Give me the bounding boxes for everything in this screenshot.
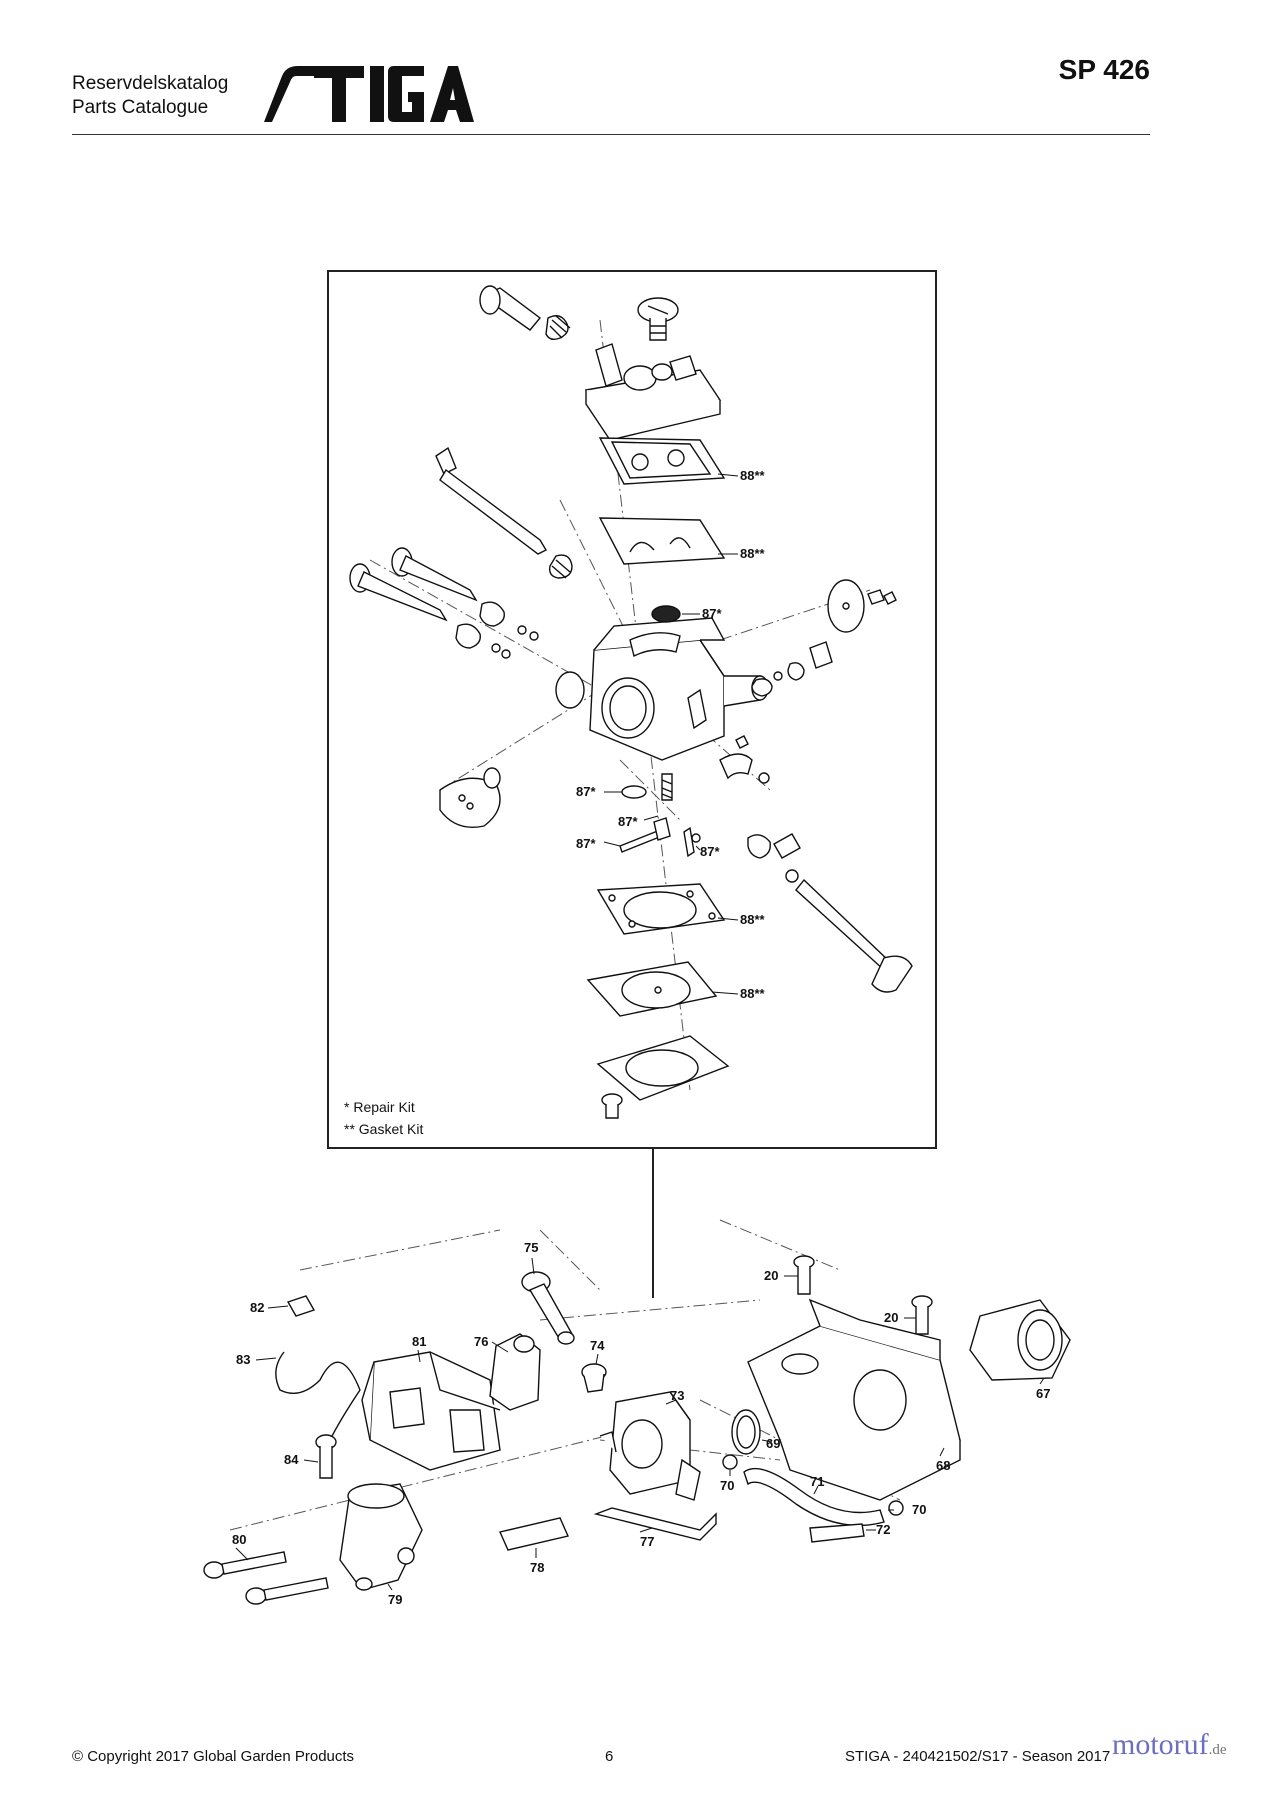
part-71-fuel-hose xyxy=(743,1467,885,1527)
footer-catalog-reference: STIGA - 240421502/S17 - Season 2017 xyxy=(845,1748,1111,1765)
callout-67: 67 xyxy=(1036,1386,1050,1401)
carburetor-detail-frame xyxy=(327,270,937,1149)
callout-73: 73 xyxy=(670,1388,684,1403)
watermark-main: motoruf xyxy=(1112,1728,1209,1761)
part-74-grommet xyxy=(581,1363,607,1393)
pump-gasket-upper xyxy=(598,437,726,485)
callout-20-a: 20 xyxy=(764,1268,778,1283)
part-83-wire-clip xyxy=(275,1351,361,1441)
callout-88-gasket-2: 88** xyxy=(740,546,766,561)
throttle-plate xyxy=(827,579,897,633)
model-number: SP 426 xyxy=(1058,54,1150,85)
part-75-tube xyxy=(521,1271,575,1345)
callout-88-gasket-1: 88** xyxy=(740,468,766,483)
part-69-seal-ring-inner xyxy=(736,1415,756,1449)
part-84-bolt xyxy=(315,1434,337,1479)
callout-79: 79 xyxy=(388,1592,402,1607)
callout-82: 82 xyxy=(250,1300,264,1315)
header-rule xyxy=(72,134,1150,135)
callout-87-spring: 87* xyxy=(618,814,638,829)
throttle-spring-parts xyxy=(719,641,833,784)
header-catalog-titles: Reservdelskatalog Parts Catalogue xyxy=(72,72,228,120)
callout-87-screen: 87* xyxy=(702,606,722,621)
carburetor-body xyxy=(555,617,769,761)
part-77-throttle-rod xyxy=(593,1507,717,1541)
footer-page-number: 6 xyxy=(605,1748,614,1765)
idle-screw xyxy=(479,285,571,341)
callout-87-needle: 87* xyxy=(700,844,720,859)
pump-cover xyxy=(584,343,722,441)
metering-cover xyxy=(596,1035,730,1101)
carburetor-parts xyxy=(349,285,913,1119)
metering-diaphragm xyxy=(586,961,718,1017)
catalog-title-english: Parts Catalogue xyxy=(72,97,209,118)
metering-parts xyxy=(619,773,701,858)
footer-copyright: © Copyright 2017 Global Garden Products xyxy=(72,1748,355,1765)
cover-bottom-screw xyxy=(601,1093,623,1119)
callout-74: 74 xyxy=(590,1338,605,1353)
part-70-clip-2 xyxy=(888,1500,904,1516)
metering-gasket xyxy=(596,883,726,935)
part-73-carburetor xyxy=(599,1391,701,1501)
callout-83: 83 xyxy=(236,1352,250,1367)
callout-72: 72 xyxy=(876,1522,890,1537)
part-68-cover xyxy=(747,1298,961,1501)
part-80-bolts xyxy=(203,1551,329,1605)
cover-screw xyxy=(637,297,679,341)
part-67-intake-flange xyxy=(969,1299,1071,1381)
catalog-title-swedish: Reservdelskatalog xyxy=(72,73,229,94)
assembly-parts xyxy=(203,1255,1071,1605)
callout-81: 81 xyxy=(412,1334,426,1349)
assembly-leaders xyxy=(235,1257,1045,1591)
part-79-intake-elbow xyxy=(339,1483,423,1591)
callout-84: 84 xyxy=(284,1452,299,1467)
callout-87-lever: 87* xyxy=(576,836,596,851)
callout-70-a: 70 xyxy=(720,1478,734,1493)
part-76-bracket xyxy=(489,1333,541,1411)
part-72-impulse-hose xyxy=(809,1523,865,1543)
watermark-suffix: .de xyxy=(1208,1742,1227,1758)
callout-70-b: 70 xyxy=(912,1502,926,1517)
callout-20-b: 20 xyxy=(884,1310,898,1325)
pump-diaphragm xyxy=(598,517,726,565)
callout-71: 71 xyxy=(810,1474,824,1489)
detail-leaders xyxy=(603,473,739,995)
callout-88-gasket-4: 88** xyxy=(740,986,766,1001)
inlet-screen xyxy=(651,605,681,623)
watermark: motoruf.de xyxy=(1112,1728,1227,1762)
callout-88-gasket-3: 88** xyxy=(740,912,766,927)
callout-78: 78 xyxy=(530,1560,544,1575)
part-82-block xyxy=(286,1295,316,1317)
choke-shaft xyxy=(435,446,573,579)
callout-68: 68 xyxy=(936,1458,950,1473)
mixture-needles xyxy=(349,547,539,659)
callout-75: 75 xyxy=(524,1240,538,1255)
callout-77: 77 xyxy=(640,1534,654,1549)
part-20-bolts xyxy=(793,1255,933,1335)
part-81-filter-housing xyxy=(361,1351,501,1471)
part-78-pad xyxy=(499,1517,569,1551)
stiga-logo xyxy=(264,66,474,122)
part-70-clip-1 xyxy=(722,1454,738,1470)
callout-76: 76 xyxy=(474,1334,488,1349)
legend-gasket-kit: ** Gasket Kit xyxy=(344,1121,423,1137)
callout-69: 69 xyxy=(766,1436,780,1451)
choke-plate xyxy=(439,767,501,828)
throttle-shaft xyxy=(747,833,913,993)
legend-repair-kit: * Repair Kit xyxy=(344,1099,415,1115)
callout-87-diaphragm-disc: 87* xyxy=(576,784,596,799)
callout-80: 80 xyxy=(232,1532,246,1547)
